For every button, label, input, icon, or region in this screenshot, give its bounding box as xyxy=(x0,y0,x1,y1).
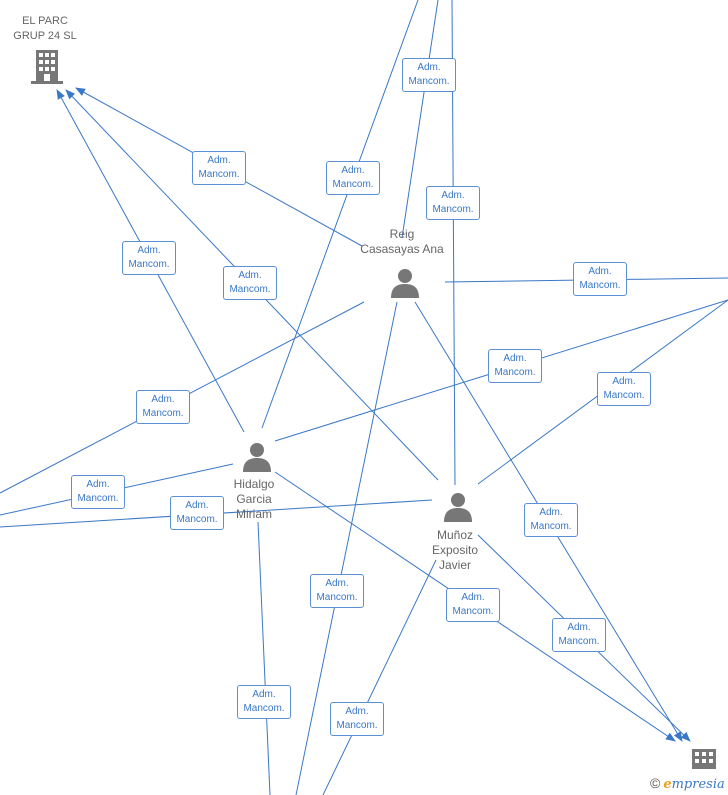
edge-label[interactable]: Adm. Mancom. xyxy=(237,685,291,719)
edge-label[interactable]: Adm. Mancom. xyxy=(552,618,606,652)
person-name-line3: Javier xyxy=(438,558,471,572)
edge-label-line2: Mancom. xyxy=(558,636,600,647)
brand-name: mpresia xyxy=(671,777,725,792)
edge-label-line2: Mancom. xyxy=(432,204,474,215)
person-name-line1: Reig xyxy=(389,227,415,241)
edge-label-line2: Mancom. xyxy=(77,493,119,504)
edge-label[interactable]: Adm. Mancom. xyxy=(71,475,125,509)
edge-label-line2: Mancom. xyxy=(494,367,536,378)
edge-label[interactable]: Adm. Mancom. xyxy=(330,702,384,736)
empresia-watermark[interactable]: ©empresia xyxy=(650,775,725,792)
edge-label-line1: Adm. xyxy=(503,353,527,364)
edge-label[interactable]: Adm. Mancom. xyxy=(326,161,380,195)
edge-munoz-bottom xyxy=(322,559,437,795)
company-name-el-parc[interactable]: EL PARC GRUP 24 SL xyxy=(5,14,85,44)
edge-label-line1: Adm. xyxy=(185,500,209,511)
edge-label-line1: Adm. xyxy=(238,270,262,281)
building-icon[interactable] xyxy=(692,749,716,769)
edge-label-line1: Adm. xyxy=(417,62,441,73)
person-name-munoz[interactable]: Muñoz Exposito Javier xyxy=(415,528,495,573)
edge-label[interactable]: Adm. Mancom. xyxy=(524,503,578,537)
edge-label-line1: Adm. xyxy=(567,622,591,633)
edge-label[interactable]: Adm. Mancom. xyxy=(402,58,456,92)
person-name-line2: Exposito xyxy=(431,543,479,557)
person-icon[interactable] xyxy=(390,268,420,298)
edge-label[interactable]: Adm. Mancom. xyxy=(573,262,627,296)
person-name-line1: Hidalgo xyxy=(233,477,275,491)
edge-label-line2: Mancom. xyxy=(142,408,184,419)
edge-label[interactable]: Adm. Mancom. xyxy=(122,241,176,275)
brand-logo-letter: e xyxy=(663,777,672,792)
edge-label[interactable]: Adm. Mancom. xyxy=(192,151,246,185)
copyright-symbol: © xyxy=(650,775,661,791)
person-name-line2: Garcia xyxy=(236,492,272,506)
edge-label[interactable]: Adm. Mancom. xyxy=(426,186,480,220)
edge-label-line1: Adm. xyxy=(86,479,110,490)
edge-label-line2: Mancom. xyxy=(336,720,378,731)
edge-label-line2: Mancom. xyxy=(452,606,494,617)
edge-label[interactable]: Adm. Mancom. xyxy=(170,496,224,530)
edge-label-line2: Mancom. xyxy=(128,259,170,270)
edge-label-line1: Adm. xyxy=(588,266,612,277)
edge-label[interactable]: Adm. Mancom. xyxy=(310,574,364,608)
edge-label[interactable]: Adm. Mancom. xyxy=(488,349,542,383)
edge-hidalgo-bottom xyxy=(257,521,271,795)
edge-label[interactable]: Adm. Mancom. xyxy=(446,588,500,622)
edge-label-line2: Mancom. xyxy=(408,76,450,87)
person-icon[interactable] xyxy=(443,492,473,522)
edge-label-line1: Adm. xyxy=(612,376,636,387)
company-name-line1: EL PARC xyxy=(22,15,68,27)
edge-label[interactable]: Adm. Mancom. xyxy=(136,390,190,424)
edge-hidalgo-top xyxy=(261,0,419,429)
edge-label-line2: Mancom. xyxy=(579,280,621,291)
person-name-line1: Muñoz xyxy=(436,528,474,542)
edge-label-line1: Adm. xyxy=(151,394,175,405)
person-name-line2: Casasayas Ana xyxy=(360,242,444,256)
building-icon[interactable] xyxy=(31,50,63,84)
edge-reig-top xyxy=(401,0,439,239)
edge-label-line1: Adm. xyxy=(341,165,365,176)
person-icon[interactable] xyxy=(242,442,272,472)
edge-label-line2: Mancom. xyxy=(530,521,572,532)
edge-label-line1: Adm. xyxy=(345,706,369,717)
edge-label[interactable]: Adm. Mancom. xyxy=(223,266,277,300)
edge-label-line1: Adm. xyxy=(137,245,161,256)
edge-label-line1: Adm. xyxy=(207,155,231,166)
edge-label-line1: Adm. xyxy=(539,507,563,518)
edge-label-line1: Adm. xyxy=(252,689,276,700)
edge-label-line2: Mancom. xyxy=(332,179,374,190)
edge-label-line2: Mancom. xyxy=(229,284,271,295)
edge-label-line2: Mancom. xyxy=(176,514,218,525)
company-name-line2: GRUP 24 SL xyxy=(13,30,77,42)
edge-label-line1: Adm. xyxy=(441,190,465,201)
person-name-line3: Miriam xyxy=(236,507,272,521)
edge-label-line2: Mancom. xyxy=(243,703,285,714)
edge-reig-bottom xyxy=(295,301,398,795)
edge-label-line1: Adm. xyxy=(325,578,349,589)
person-name-reig[interactable]: Reig Casasayas Ana xyxy=(347,227,457,257)
edge-label-line2: Mancom. xyxy=(316,592,358,603)
edge-label[interactable]: Adm. Mancom. xyxy=(597,372,651,406)
person-name-hidalgo[interactable]: Hidalgo Garcia Miriam xyxy=(214,477,294,522)
edge-label-line1: Adm. xyxy=(461,592,485,603)
edge-label-line2: Mancom. xyxy=(603,390,645,401)
edge-label-line2: Mancom. xyxy=(198,169,240,180)
